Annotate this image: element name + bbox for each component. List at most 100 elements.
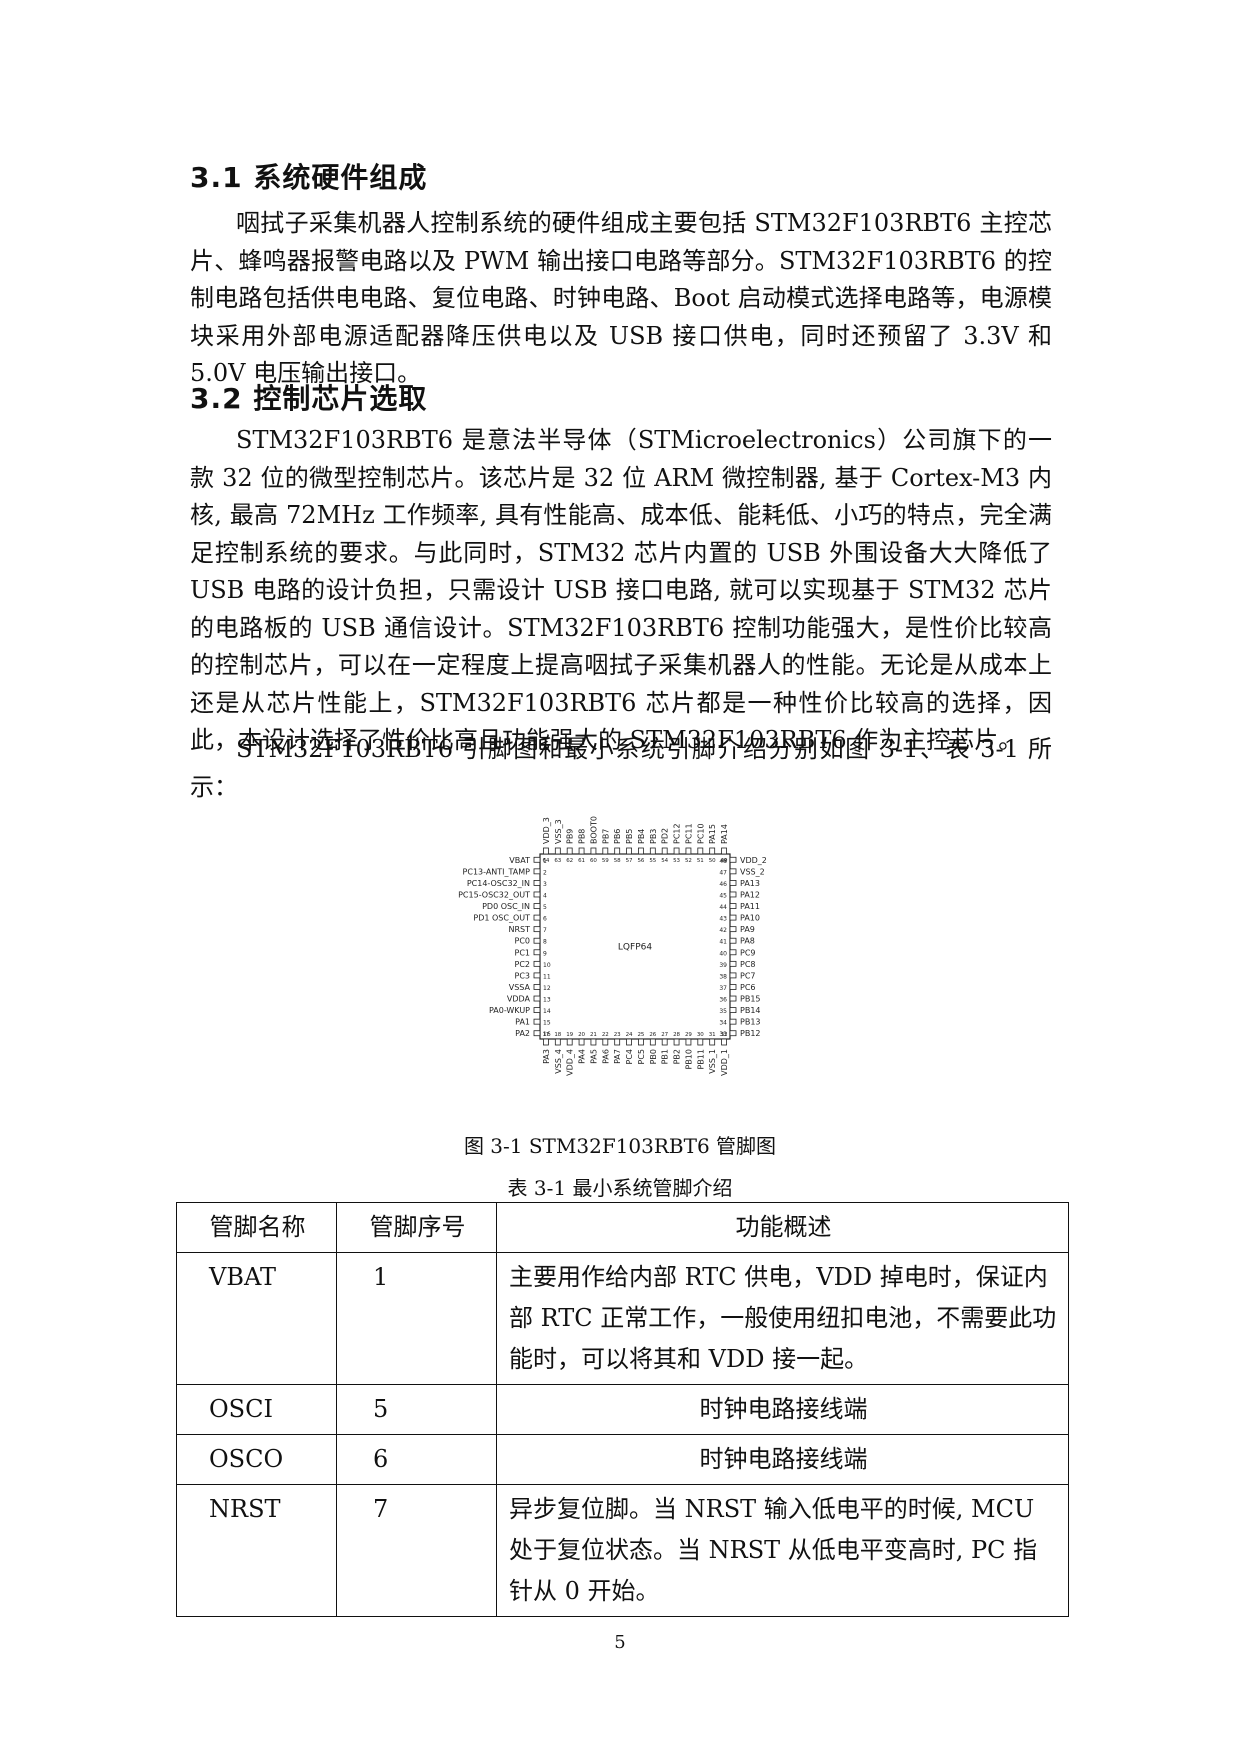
pin-number: 14 (543, 1008, 551, 1015)
pin-name-cell: OSCI (176, 1384, 337, 1435)
pin-pad (533, 1018, 541, 1025)
pin-label: PC9 (740, 948, 756, 957)
pin-label: PB0 (649, 1049, 658, 1064)
pin-label: PA2 (515, 1029, 530, 1038)
pin-label: PA9 (740, 925, 755, 934)
pin-pad (729, 856, 737, 863)
pin-number: 59 (602, 858, 609, 864)
pin-number: 33 (719, 1031, 727, 1038)
pin-number: 21 (590, 1032, 597, 1038)
pin-label: PC1 (515, 948, 531, 957)
section-3-2-paragraph-1: STM32F103RBT6 是意法半导体（STMicroelectronics）… (190, 426, 1052, 754)
pin-label: PD2 (661, 828, 670, 844)
chip-body (539, 853, 731, 1040)
pin-pad (729, 868, 737, 875)
pin-label: VSS_2 (740, 867, 765, 876)
pin-number: 27 (661, 1032, 668, 1038)
pin-number: 22 (602, 1032, 609, 1038)
pin-pad (578, 1038, 585, 1046)
pin-number: 16 (543, 1031, 551, 1038)
pin-label: PB15 (740, 995, 761, 1004)
pin-number: 53 (673, 858, 680, 864)
pin-label: VSS_4 (554, 1049, 563, 1074)
pin-pad (590, 1038, 597, 1046)
header-function: 功能概述 (496, 1202, 1069, 1253)
pin-label: VSS_3 (554, 819, 563, 844)
pin-number: 39 (719, 962, 727, 969)
pin-desc-cell: 时钟电路接线端 (496, 1384, 1069, 1435)
pin-number: 26 (649, 1032, 656, 1038)
pin-label: PB12 (740, 1029, 761, 1038)
pin-label: PC5 (637, 1049, 646, 1065)
pin-label: PA15 (708, 824, 717, 844)
pin-label: PC4 (625, 1049, 634, 1065)
pin-number: 36 (719, 997, 727, 1004)
pin-pad (673, 847, 680, 855)
pin-pad (533, 984, 541, 990)
pin-label: PD1 OSC_OUT (473, 914, 530, 923)
pin-pad (533, 937, 541, 944)
pin-name-cell: OSCO (176, 1434, 337, 1485)
pin-pad (729, 937, 737, 944)
pin-number: 31 (709, 1032, 716, 1038)
pin-label: VBAT (509, 856, 530, 865)
package-label: LQFP64 (618, 943, 652, 953)
pin-number-cell: 7 (336, 1484, 497, 1617)
pin-pad (649, 847, 656, 855)
pin-pad (566, 847, 573, 855)
pin-label: PA12 (740, 890, 760, 899)
pin-pad (709, 1038, 716, 1046)
pin-number: 63 (554, 858, 561, 864)
pin-number: 37 (719, 985, 727, 992)
section-3-1-paragraph: 咽拭子采集机器人控制系统的硬件组成主要包括 STM32F103RBT6 主控芯片… (190, 209, 1052, 387)
pin-label: PC15-OSC32_OUT (458, 890, 530, 899)
pin-desc-cell: 主要用作给内部 RTC 供电，VDD 掉电时，保证内部 RTC 正常工作，一般使… (496, 1252, 1069, 1385)
table-row: VBAT 1 主要用作给内部 RTC 供电，VDD 掉电时，保证内部 RTC 正… (176, 1252, 1069, 1385)
pin-pad (602, 847, 609, 855)
pin-pad (729, 960, 737, 967)
pin-number: 6 (543, 916, 547, 923)
pin-label: PA4 (578, 1049, 587, 1064)
pin-pad (533, 891, 541, 898)
pin-label: BOOT0 (589, 816, 598, 844)
pin-pad (533, 960, 541, 967)
pin-pad (602, 1038, 609, 1046)
pin-number: 46 (719, 881, 727, 888)
table-caption: 表 3-1 最小系统管脚介绍 (507, 1176, 733, 1200)
pin-number-cell: 5 (336, 1384, 497, 1435)
pin-number: 28 (673, 1032, 680, 1038)
pin-number: 8 (543, 939, 547, 946)
pin-label: VDD_4 (566, 1049, 575, 1076)
pin-number: 1 (543, 858, 547, 865)
pin-pad (533, 972, 541, 979)
pin-number: 40 (719, 950, 727, 957)
pin-pad (673, 1038, 680, 1046)
pin-number: 23 (614, 1032, 621, 1038)
pin-number: 18 (554, 1032, 561, 1038)
pin-label: PB14 (740, 1006, 761, 1015)
pin-pad (626, 847, 632, 855)
pin-number: 35 (719, 1008, 727, 1015)
pin-pad (729, 880, 737, 886)
pin-pad (543, 847, 549, 855)
pin-number: 55 (649, 858, 656, 864)
pin-label: PC7 (740, 971, 756, 980)
pin-pad (614, 847, 621, 855)
pin-number: 5 (543, 904, 547, 911)
pin-label: PB4 (637, 829, 646, 844)
table-row: NRST 7 异步复位脚。当 NRST 输入低电平的时候, MCU 处于复位状态… (176, 1484, 1069, 1617)
pin-pad (729, 926, 737, 933)
pin-pad (533, 995, 541, 1002)
pin-label: PA11 (740, 902, 760, 911)
pin-number: 45 (719, 892, 727, 899)
pin-pad (533, 1007, 541, 1013)
pin-pad (729, 903, 737, 909)
pin-label: PA13 (740, 879, 760, 888)
pin-number-cell: 1 (336, 1252, 497, 1385)
pin-table: 管脚名称 管脚序号 功能概述 VBAT 1 主要用作给内部 RTC 供电，VDD… (176, 1202, 1069, 1617)
pin-pad (729, 891, 737, 898)
pin-label: VDD_2 (740, 856, 767, 865)
pin-pad (543, 1038, 549, 1046)
